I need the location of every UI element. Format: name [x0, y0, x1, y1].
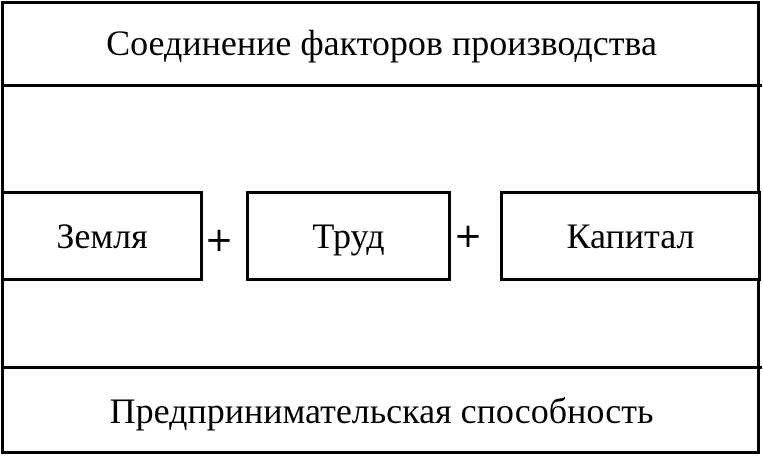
factor-box-labor: Труд	[246, 191, 451, 281]
top-label: Соединение факторов производства	[106, 23, 657, 63]
top-divider	[1, 84, 762, 87]
factor-box-capital: Капитал	[500, 191, 761, 281]
factor-label-labor: Труд	[312, 216, 385, 256]
factor-box-land: Земля	[1, 191, 203, 281]
factor-label-land: Земля	[56, 216, 148, 256]
plus-sign: +	[453, 216, 483, 256]
bottom-label: Предпринимательская способность	[109, 391, 654, 431]
factor-label-capital: Капитал	[566, 216, 695, 256]
bottom-divider	[1, 366, 762, 369]
plus-sign: +	[204, 220, 234, 260]
